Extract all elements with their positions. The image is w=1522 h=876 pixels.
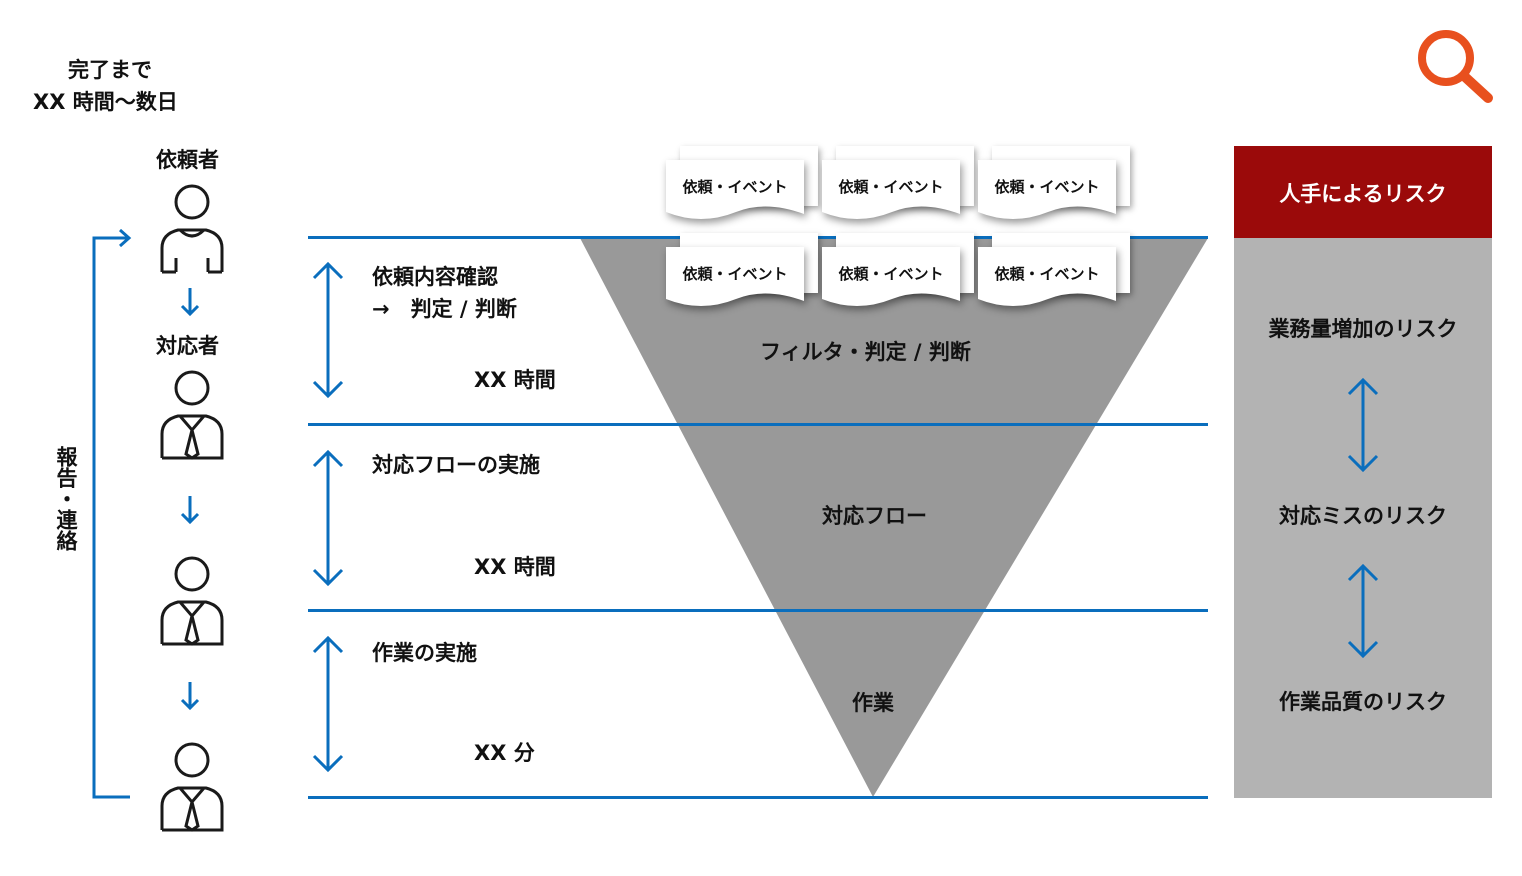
stage-divider [308, 609, 1208, 612]
responder-person-icon [160, 370, 224, 460]
stage-3-time: XX 分 [474, 741, 535, 765]
feedback-line [92, 236, 130, 799]
event-card-label: 依頼・イベント [682, 178, 788, 196]
risk-arrows [1347, 377, 1379, 659]
double-arrow-icon [312, 261, 344, 399]
risk-header [1234, 146, 1492, 238]
worker-person-icon [160, 742, 224, 832]
duration-label: 完了まで [68, 58, 152, 82]
double-arrow-icon [312, 635, 344, 773]
funnel-layer-filter: フィルタ・判定 / 判断 [760, 340, 971, 364]
stage-1-time: XX 時間 [474, 368, 556, 392]
search-icon [1418, 30, 1493, 103]
stage-2-time: XX 時間 [474, 555, 556, 579]
stage-1-subtitle: → 判定 / 判断 [372, 297, 517, 321]
stage-3-title: 作業の実施 [372, 641, 477, 665]
event-card-label: 依頼・イベント [682, 265, 788, 283]
event-card: 依頼・イベント [822, 146, 974, 222]
funnel-layer-work: 作業 [852, 691, 894, 715]
stage-divider [308, 423, 1208, 426]
worker-person-icon [160, 556, 224, 646]
risk-item: 業務量増加のリスク [1268, 317, 1458, 341]
risk-item: 作業品質のリスク [1279, 690, 1447, 714]
double-arrow-icon [1347, 377, 1379, 473]
funnel-triangle [580, 238, 1208, 797]
double-arrow-icon [312, 449, 344, 587]
risk-item: 対応ミスのリスク [1279, 504, 1447, 528]
report-contact-label: 報告・連絡 [54, 446, 78, 551]
stage-1-title: 依頼内容確認 [372, 265, 498, 289]
requester-label: 依頼者 [156, 148, 219, 172]
event-card-label: 依頼・イベント [994, 178, 1100, 196]
event-card: 依頼・イベント [978, 233, 1130, 309]
event-card-label: 依頼・イベント [838, 265, 944, 283]
event-card-label: 依頼・イベント [994, 265, 1100, 283]
duration-value: XX 時間〜数日 [33, 90, 178, 114]
funnel-layer-flow: 対応フロー [822, 504, 927, 528]
double-arrow-icon [1347, 563, 1379, 659]
event-card: 依頼・イベント [666, 233, 818, 309]
event-card: 依頼・イベント [822, 233, 974, 309]
stage-2-title: 対応フローの実施 [372, 453, 540, 477]
requester-person-icon [160, 184, 224, 274]
stage-divider [308, 796, 1208, 799]
risk-panel [1234, 238, 1492, 798]
risk-header-title: 人手によるリスク [1279, 182, 1447, 206]
down-arrow-icon [180, 682, 200, 711]
event-card: 依頼・イベント [666, 146, 818, 222]
event-card: 依頼・イベント [978, 146, 1130, 222]
event-card-label: 依頼・イベント [838, 178, 944, 196]
person-icons [160, 184, 224, 832]
responder-label: 対応者 [156, 334, 219, 358]
down-arrow-icon [180, 496, 200, 525]
down-arrow-icon [180, 288, 200, 317]
